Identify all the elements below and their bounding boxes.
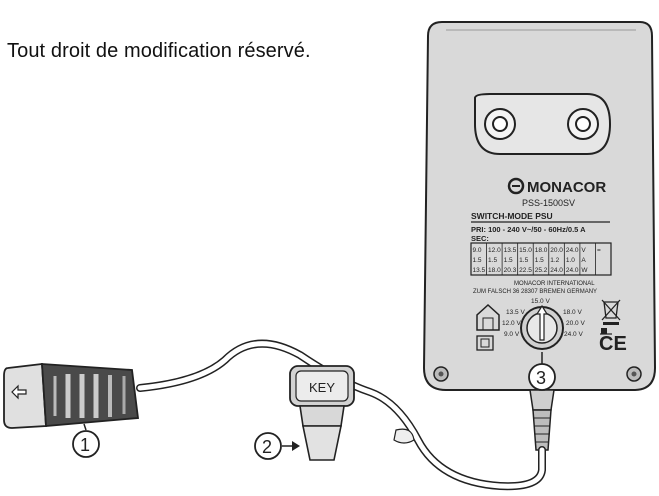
dial-voltage-label: 15.0 V (531, 298, 550, 305)
spec-table-cell: 1.0 (566, 257, 575, 264)
dial-voltage-label: 24.0 V (564, 331, 583, 338)
sec-label: SEC: (471, 234, 489, 243)
svg-text:1: 1 (80, 435, 90, 455)
spec-table-cell: 12.0 (488, 247, 501, 254)
indoor-use-icon (476, 303, 500, 331)
ce-mark: CE (599, 333, 627, 355)
model-label: PSS-1500SV (522, 198, 575, 208)
svg-text:3: 3 (536, 368, 546, 388)
spec-table-cell: 1.5 (488, 257, 497, 264)
spec-table-cell: 25.2 (535, 267, 548, 274)
spec-table-cell: 13.5 (504, 247, 517, 254)
manufacturer-line2: ZUM FALSCH 36 28307 BREMEN GERMANY (473, 289, 597, 295)
spec-table-cell: 24.0 (550, 267, 563, 274)
brand-label: MONACOR (527, 179, 606, 196)
power-supply-unit: MONACOR PSS-1500SV SWITCH-MODE PSU PRI: … (422, 21, 657, 451)
pri-line: PRI: 100 - 240 V~/50 - 60Hz/0.5 A (471, 225, 586, 234)
caption-text: Tout droit de modification réservé. (7, 40, 311, 62)
spec-table-cell: A (581, 257, 586, 264)
spec-table-cell: 13.5 (473, 267, 486, 274)
manufacturer-line1: MONACOR INTERNATIONAL (514, 281, 595, 287)
spec-table-cell: 22.5 (519, 267, 532, 274)
dial-voltage-label: 13.5 V (506, 309, 525, 316)
spec-table-cell: 1.5 (473, 257, 482, 264)
type-label: SWITCH-MODE PSU (471, 211, 553, 221)
spec-table-cell: 24.0 (566, 247, 579, 254)
euro-plug-icon (474, 93, 612, 155)
dial-voltage-label: 12.0 V (502, 320, 521, 327)
spec-table-cell: = (597, 247, 601, 254)
output-cable (136, 339, 546, 491)
spec-table-cell: 24.0 (566, 267, 579, 274)
key-adapter: KEY (289, 365, 355, 461)
spec-table-cell: 15.0 (519, 247, 532, 254)
spec-table-cell: 18.0 (488, 267, 501, 274)
spec-table-cell: W (581, 267, 588, 274)
dial-voltage-label: 20.0 V (566, 320, 585, 327)
strain-relief (529, 389, 555, 451)
monacor-logo: MONACOR (507, 177, 606, 196)
cable-connector (3, 362, 140, 429)
callout-3: 3 (528, 352, 556, 391)
spec-table-cell: 20.3 (504, 267, 517, 274)
weee-bin-icon (601, 299, 621, 325)
svg-text:2: 2 (262, 437, 272, 457)
dial-voltage-label: 18.0 V (563, 309, 582, 316)
spec-table-cell: V (581, 247, 586, 254)
spec-table-cell: 20.0 (550, 247, 563, 254)
spec-table-cell: 1.5 (535, 257, 544, 264)
spec-table-cell: 1.5 (519, 257, 528, 264)
spec-table-cell: 9.0 (473, 247, 482, 254)
arrow-left-icon (11, 384, 27, 400)
spec-table-cell: 18.0 (535, 247, 548, 254)
callout-2: 2 (254, 432, 300, 460)
spec-table-cell: 1.5 (504, 257, 513, 264)
polarity-icon (600, 328, 612, 335)
dial-voltage-label: 9.0 V (504, 331, 520, 338)
key-label: KEY (309, 380, 335, 395)
double-insulation-icon (476, 335, 494, 351)
spec-table-cell: 1.2 (550, 257, 559, 264)
voltage-selector-dial[interactable] (520, 304, 564, 350)
callout-1: 1 (72, 423, 100, 458)
